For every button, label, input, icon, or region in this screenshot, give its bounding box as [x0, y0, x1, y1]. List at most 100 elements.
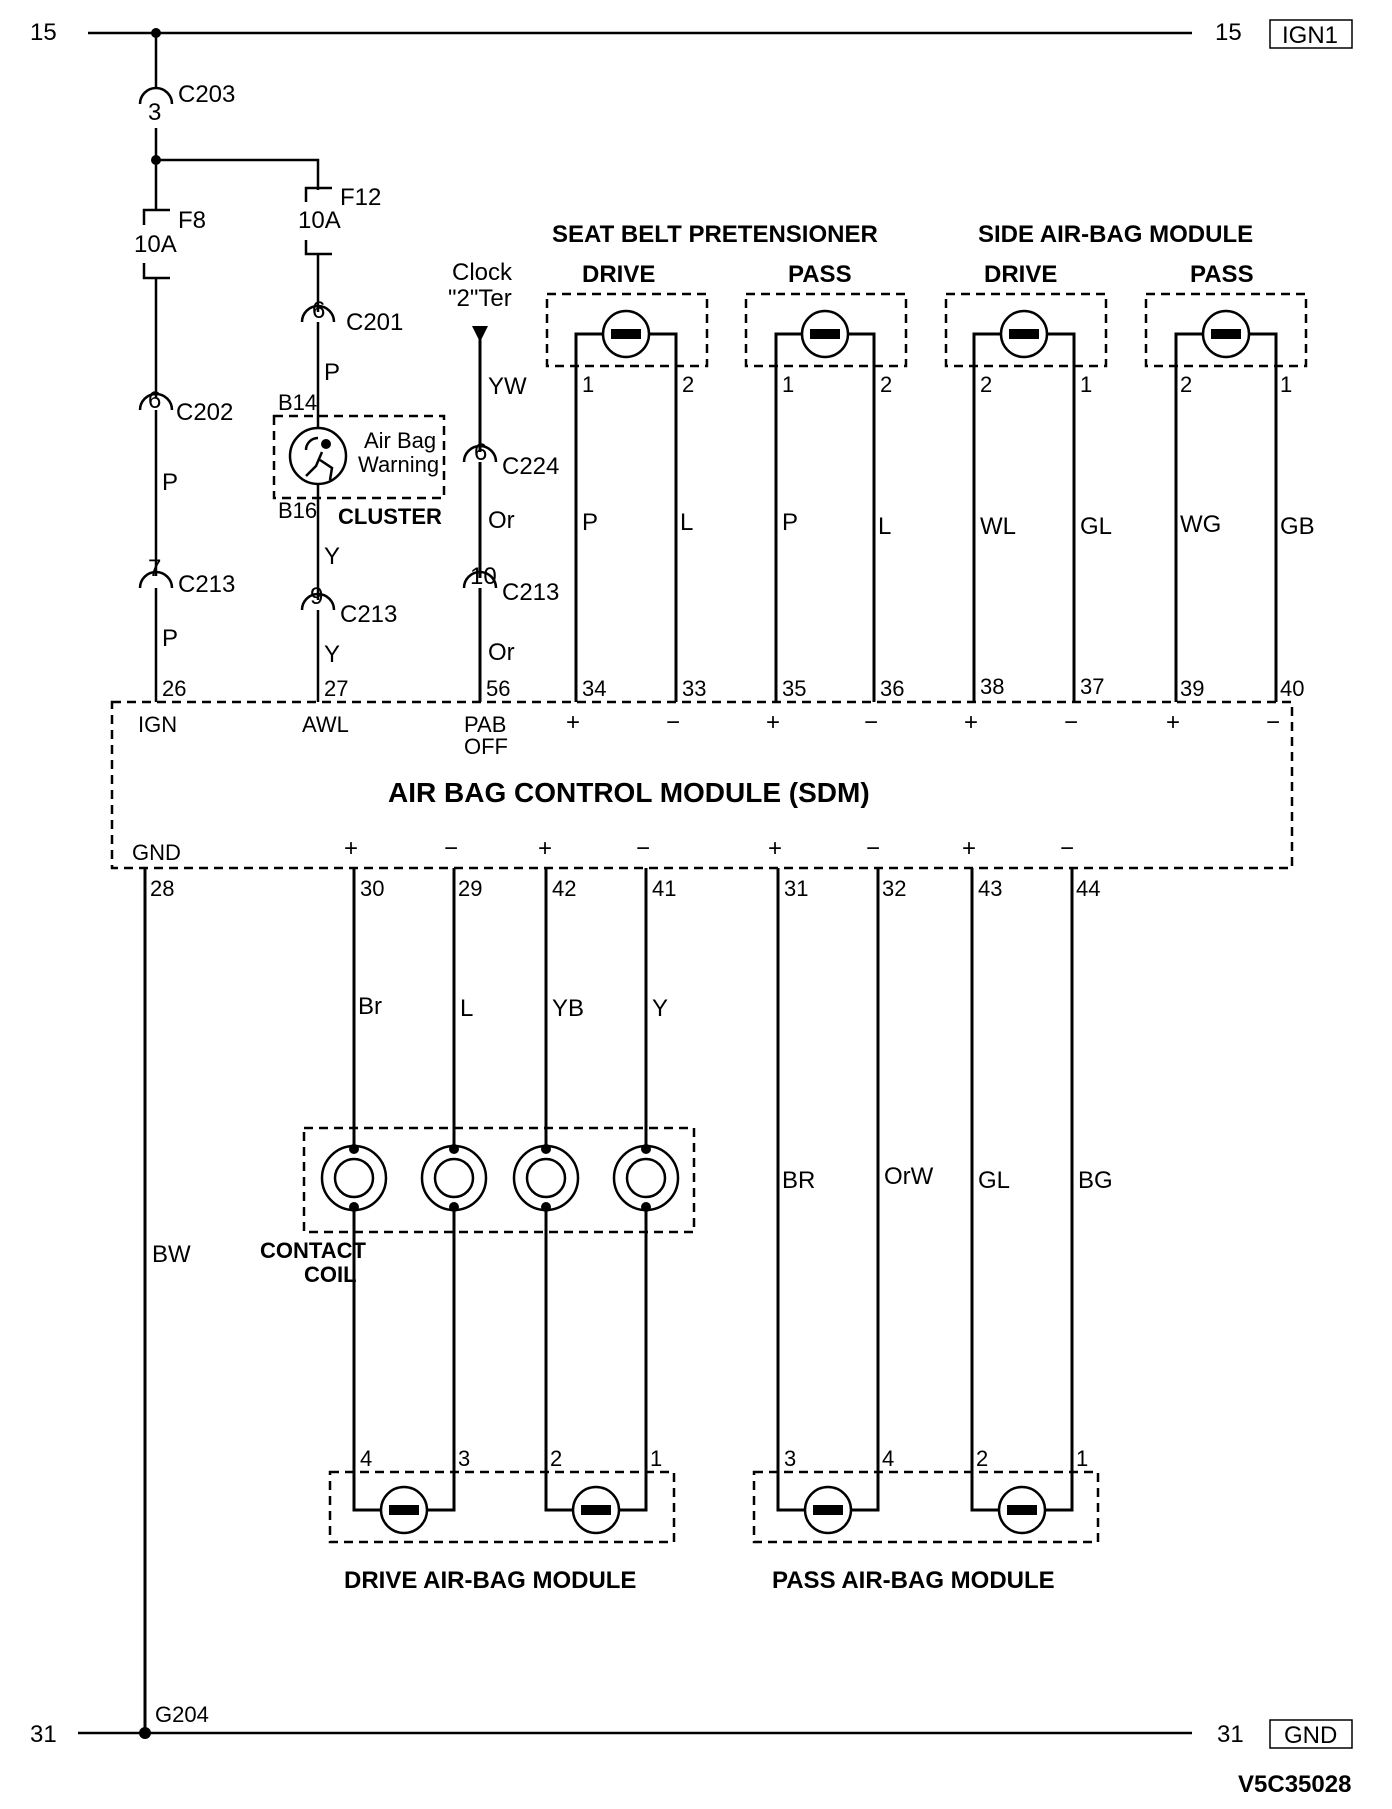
- connector-c213: [462, 570, 498, 589]
- polarity-mark: +: [538, 835, 552, 862]
- connector-c203: [138, 86, 174, 105]
- squib-element-icon: [1007, 1505, 1037, 1515]
- wire-color: Br: [358, 993, 382, 1020]
- cluster-box: [272, 414, 446, 500]
- fuse-f12-top: [304, 186, 332, 202]
- wire-color: P: [324, 359, 340, 386]
- connector-c201: [300, 304, 336, 323]
- polarity-mark: +: [962, 835, 976, 862]
- squib-element-icon: [581, 1505, 611, 1515]
- clock-label-1: Clock: [452, 259, 513, 286]
- fuse-f12-label: F12: [340, 184, 381, 211]
- c201-pin: 6: [312, 297, 325, 324]
- contact-coil-ring: [420, 1144, 488, 1212]
- connector-c213: [138, 570, 174, 589]
- fuse-f8-bottom: [142, 263, 170, 280]
- device-pin: 4: [360, 1446, 372, 1471]
- seat-belt-header: SEAT BELT PRETENSIONER: [552, 221, 878, 248]
- polarity-mark: −: [1060, 835, 1074, 862]
- wire-color: P: [782, 509, 798, 536]
- cluster-pin-bottom: B16: [278, 498, 317, 523]
- c213b-label: C213: [340, 601, 397, 628]
- ign1-label: IGN1: [1282, 22, 1338, 49]
- sdm-pin: 44: [1076, 876, 1100, 901]
- polarity-mark: −: [1266, 709, 1280, 736]
- sab-drive-box: [944, 292, 1108, 368]
- wire-color: GB: [1280, 513, 1315, 540]
- device-pin: 1: [1076, 1446, 1088, 1471]
- document-id: V5C35028: [1238, 1771, 1351, 1798]
- wire-color: YW: [488, 373, 527, 400]
- contact-coil-ring: [512, 1144, 580, 1212]
- ign1-box: [1269, 19, 1353, 49]
- sbp-pass-box: [744, 292, 908, 368]
- device-pin: 1: [1280, 372, 1292, 397]
- c203-label: C203: [178, 81, 235, 108]
- contact-coil-ring: [320, 1144, 388, 1212]
- fuse-f12-rating: 10A: [298, 207, 341, 234]
- cluster-pin-top: B14: [278, 390, 317, 415]
- wire-color: Or: [488, 507, 515, 534]
- sab-pass-box: [1144, 292, 1308, 368]
- airbag-bag-icon: [304, 436, 319, 451]
- c202-pin: 6: [148, 387, 161, 414]
- squib-element-icon: [611, 329, 641, 339]
- squib-element-icon: [813, 1505, 843, 1515]
- c213c-pin: 10: [470, 563, 497, 590]
- sdm-pin: 38: [980, 674, 1004, 699]
- sdm-pin: 42: [552, 876, 576, 901]
- polarity-mark: +: [964, 709, 978, 736]
- rail-top-right-num: 15: [1215, 19, 1242, 46]
- sdm-pin: 33: [682, 676, 706, 701]
- sbp-pass-header: PASS: [788, 261, 852, 288]
- fuse-f8-top: [142, 208, 170, 225]
- wire: [156, 158, 320, 190]
- wire-color: WG: [1180, 511, 1221, 538]
- c213a-pin: 7: [148, 555, 161, 582]
- cluster-text-1: Air Bag: [364, 428, 436, 453]
- c213c-label: C213: [502, 579, 559, 606]
- sdm-box: [110, 700, 1294, 870]
- contact-coil-ring: [612, 1144, 680, 1212]
- fuse-f8-rating: 10A: [134, 231, 177, 258]
- gnd-label: GND: [1284, 1722, 1337, 1749]
- wire-color: WL: [980, 513, 1016, 540]
- sdm-gnd-label: GND: [132, 840, 181, 865]
- gnd-box: [1269, 1719, 1353, 1749]
- wire-color: YB: [552, 995, 584, 1022]
- wire-color: Y: [652, 995, 668, 1022]
- squib-element-icon: [810, 329, 840, 339]
- device-pin: 2: [550, 1446, 562, 1471]
- sab-pass-header: PASS: [1190, 261, 1254, 288]
- wire-color: GL: [1080, 513, 1112, 540]
- wire-color: P: [162, 469, 178, 496]
- contact-coil-box: [302, 1126, 696, 1234]
- polarity-mark: −: [866, 835, 880, 862]
- wire-color: Or: [488, 639, 515, 666]
- drive-airbag-label: DRIVE AIR-BAG MODULE: [344, 1567, 636, 1594]
- wire-color: BG: [1078, 1167, 1113, 1194]
- c224-pin: 6: [474, 439, 487, 466]
- cluster-text-2: Warning: [358, 452, 439, 477]
- device-pin: 2: [980, 372, 992, 397]
- wire-color: L: [680, 509, 693, 536]
- device-pin: 1: [782, 372, 794, 397]
- sdm-title: AIR BAG CONTROL MODULE (SDM): [388, 777, 870, 808]
- wire-color: BW: [152, 1241, 191, 1268]
- rail-bottom-left-num: 31: [30, 1721, 57, 1748]
- fuse-f8-label: F8: [178, 207, 206, 234]
- device-pin: 3: [784, 1446, 796, 1471]
- polarity-mark: +: [768, 835, 782, 862]
- c201-label: C201: [346, 309, 403, 336]
- rail-bottom-right-num: 31: [1217, 1721, 1244, 1748]
- polarity-mark: +: [766, 709, 780, 736]
- airbag-body-icon: [305, 451, 334, 481]
- sbp-drive-box: [545, 292, 709, 368]
- sdm-pin: 40: [1280, 676, 1304, 701]
- clock-label-2: "2"Ter: [448, 285, 512, 312]
- squib-element-icon: [389, 1505, 419, 1515]
- pass-airbag-box: [752, 1470, 1100, 1544]
- sdm-pin: 32: [882, 876, 906, 901]
